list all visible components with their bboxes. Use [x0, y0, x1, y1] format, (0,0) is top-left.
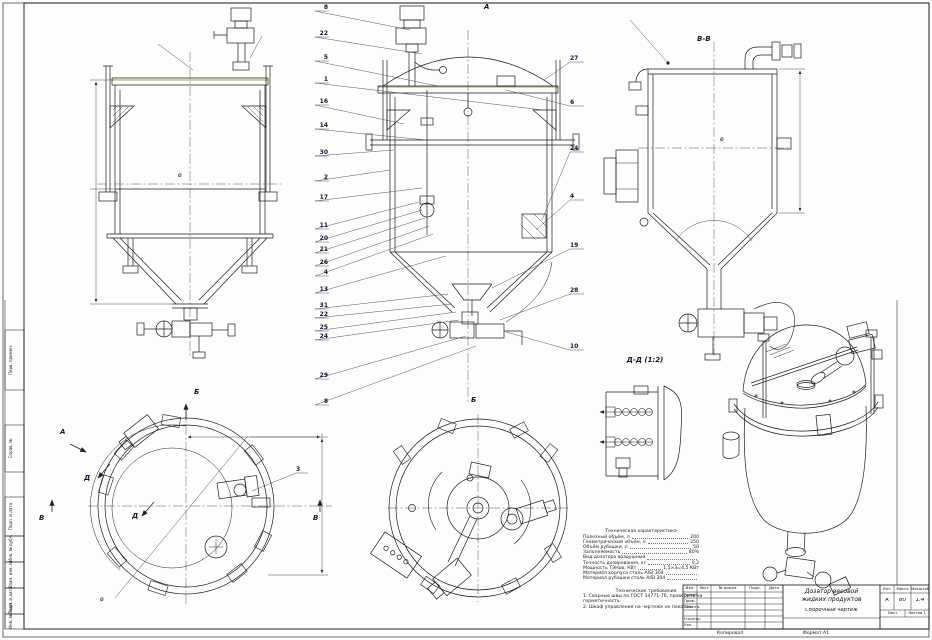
view-label-bb: В-В [697, 35, 711, 43]
callout: 13 [319, 286, 328, 293]
frame-field-vzam-inv: Взам. инв. № [8, 560, 13, 588]
tech-requirement-item: 2. Шкаф управления на чертеже не показан… [583, 604, 693, 610]
diameter-symbol: ø [178, 172, 182, 179]
tb-header-list: Лист [699, 586, 709, 590]
view-label-a: А [484, 3, 490, 11]
tb-header-doc: № докум. [718, 586, 738, 590]
tb-scale-header: Масштаб [911, 587, 929, 591]
diameter-symbol: ø [100, 596, 104, 603]
tech-char-line: Вид дозатора воздушный [583, 555, 699, 560]
footer-format: Формат А1 [802, 631, 830, 636]
tech-characteristics: Техническая характеристика Полезный объё… [583, 529, 699, 581]
bb-view [603, 19, 805, 361]
frame-field-inv-podl: Инв. № подл. [8, 601, 13, 629]
callout: 22 [319, 311, 328, 318]
doc-type: Сборочный чертеж [805, 608, 858, 613]
callout: 10 [570, 343, 579, 350]
tb-header-izm: Изм. [685, 586, 695, 590]
callout: 24 [570, 145, 579, 152]
iso-view [722, 321, 884, 596]
top-view [49, 403, 332, 604]
tech-char-line: Материал рубашки сталь AISI 304 [583, 576, 699, 581]
view-arrow-b-label: Б [194, 388, 200, 396]
callout: 1 [323, 76, 328, 83]
tb-scale-value: 1:4 [915, 598, 925, 603]
title-block-lines [682, 584, 930, 630]
callout: 25 [319, 324, 328, 331]
callout: 19 [570, 242, 579, 249]
section-view [365, 5, 580, 402]
view-label-dd: Д-Д (1:2) [626, 356, 664, 364]
tech-requirement-item: 1. Сварные швы по ГОСТ 14771-76, провери… [583, 594, 703, 605]
callout: 21 [319, 246, 328, 253]
callout: 16 [319, 98, 328, 105]
tb-row-razrab: Разраб. [684, 593, 699, 597]
doc-name-line1: Дозатор весовой [804, 588, 859, 595]
tb-row-prov: Пров. [684, 599, 696, 603]
footer-copied: Копировал [716, 631, 744, 636]
frame-field-inv-dubl: Инв. № дубл. [8, 534, 13, 562]
callout: 5 [323, 54, 328, 61]
view-b [370, 414, 568, 602]
callout: 8 [323, 4, 328, 11]
view-arrow-a-label: А [60, 428, 66, 436]
callout: 4 [570, 193, 575, 200]
callout: 24 [319, 333, 328, 340]
callout: 26 [319, 259, 328, 266]
view-label-b-mid: Б [471, 396, 477, 404]
tb-lit-value: А [885, 598, 889, 603]
diameter-symbol: ø [720, 136, 724, 143]
tb-row-utv: Утв. [684, 623, 692, 627]
tb-row-nkontr: Н.контр. [684, 617, 701, 621]
callout: 20 [319, 235, 328, 242]
tb-header-data: Дата [769, 586, 779, 590]
cut-label-d1: Д [84, 474, 91, 482]
tb-lit-header: Лит. [882, 587, 892, 591]
tech-char-line: Материал корпуса сталь AISI 304 [583, 571, 699, 576]
callout: 3 [296, 466, 301, 473]
callout: 31 [319, 302, 328, 309]
callout: 11 [319, 222, 328, 229]
callout: 14 [319, 122, 328, 129]
tb-row-tkontr: Т.контр. [684, 605, 701, 609]
frame-field-podp-data-1: Подп. и дата [8, 502, 13, 531]
tech-requirements: Технические требования 1. Сварные швы по… [583, 589, 709, 610]
callout: 2 [323, 174, 328, 181]
tb-mass-value: 80 [899, 598, 906, 603]
dd-detail [599, 385, 682, 481]
callout: 17 [319, 194, 328, 201]
callout: 30 [319, 149, 328, 156]
tb-mass-header: Масса [896, 587, 909, 591]
doc-name-line2: жидких продуктов [801, 596, 862, 603]
tb-sheets-label: Листов 1 [908, 611, 926, 615]
cut-label-v-right: В [313, 514, 319, 522]
frame-field-perv-primen: Перв. примен. [8, 344, 13, 376]
callout: 29 [319, 372, 328, 379]
tech-characteristics-title: Техническая характеристика [605, 529, 677, 534]
frame-field-sprav: Справ. № [8, 438, 13, 459]
tb-header-podp: Подп. [749, 586, 761, 590]
cut-label-v-left: В [39, 514, 45, 522]
callout: 8 [323, 398, 328, 405]
tb-sheet-label: Лист [887, 611, 898, 615]
callout-leaders-right [251, 61, 584, 492]
rim-clamps [98, 414, 273, 596]
callout: 4 [323, 269, 328, 276]
callout: 6 [570, 99, 575, 106]
callout: 22 [319, 30, 328, 37]
front-view [90, 7, 283, 359]
callout: 27 [570, 55, 579, 62]
callout-leaders-left [314, 10, 544, 406]
tech-requirements-title: Технические требования [615, 589, 677, 594]
cut-label-d2: Д [132, 512, 139, 520]
callout: 28 [570, 287, 579, 294]
